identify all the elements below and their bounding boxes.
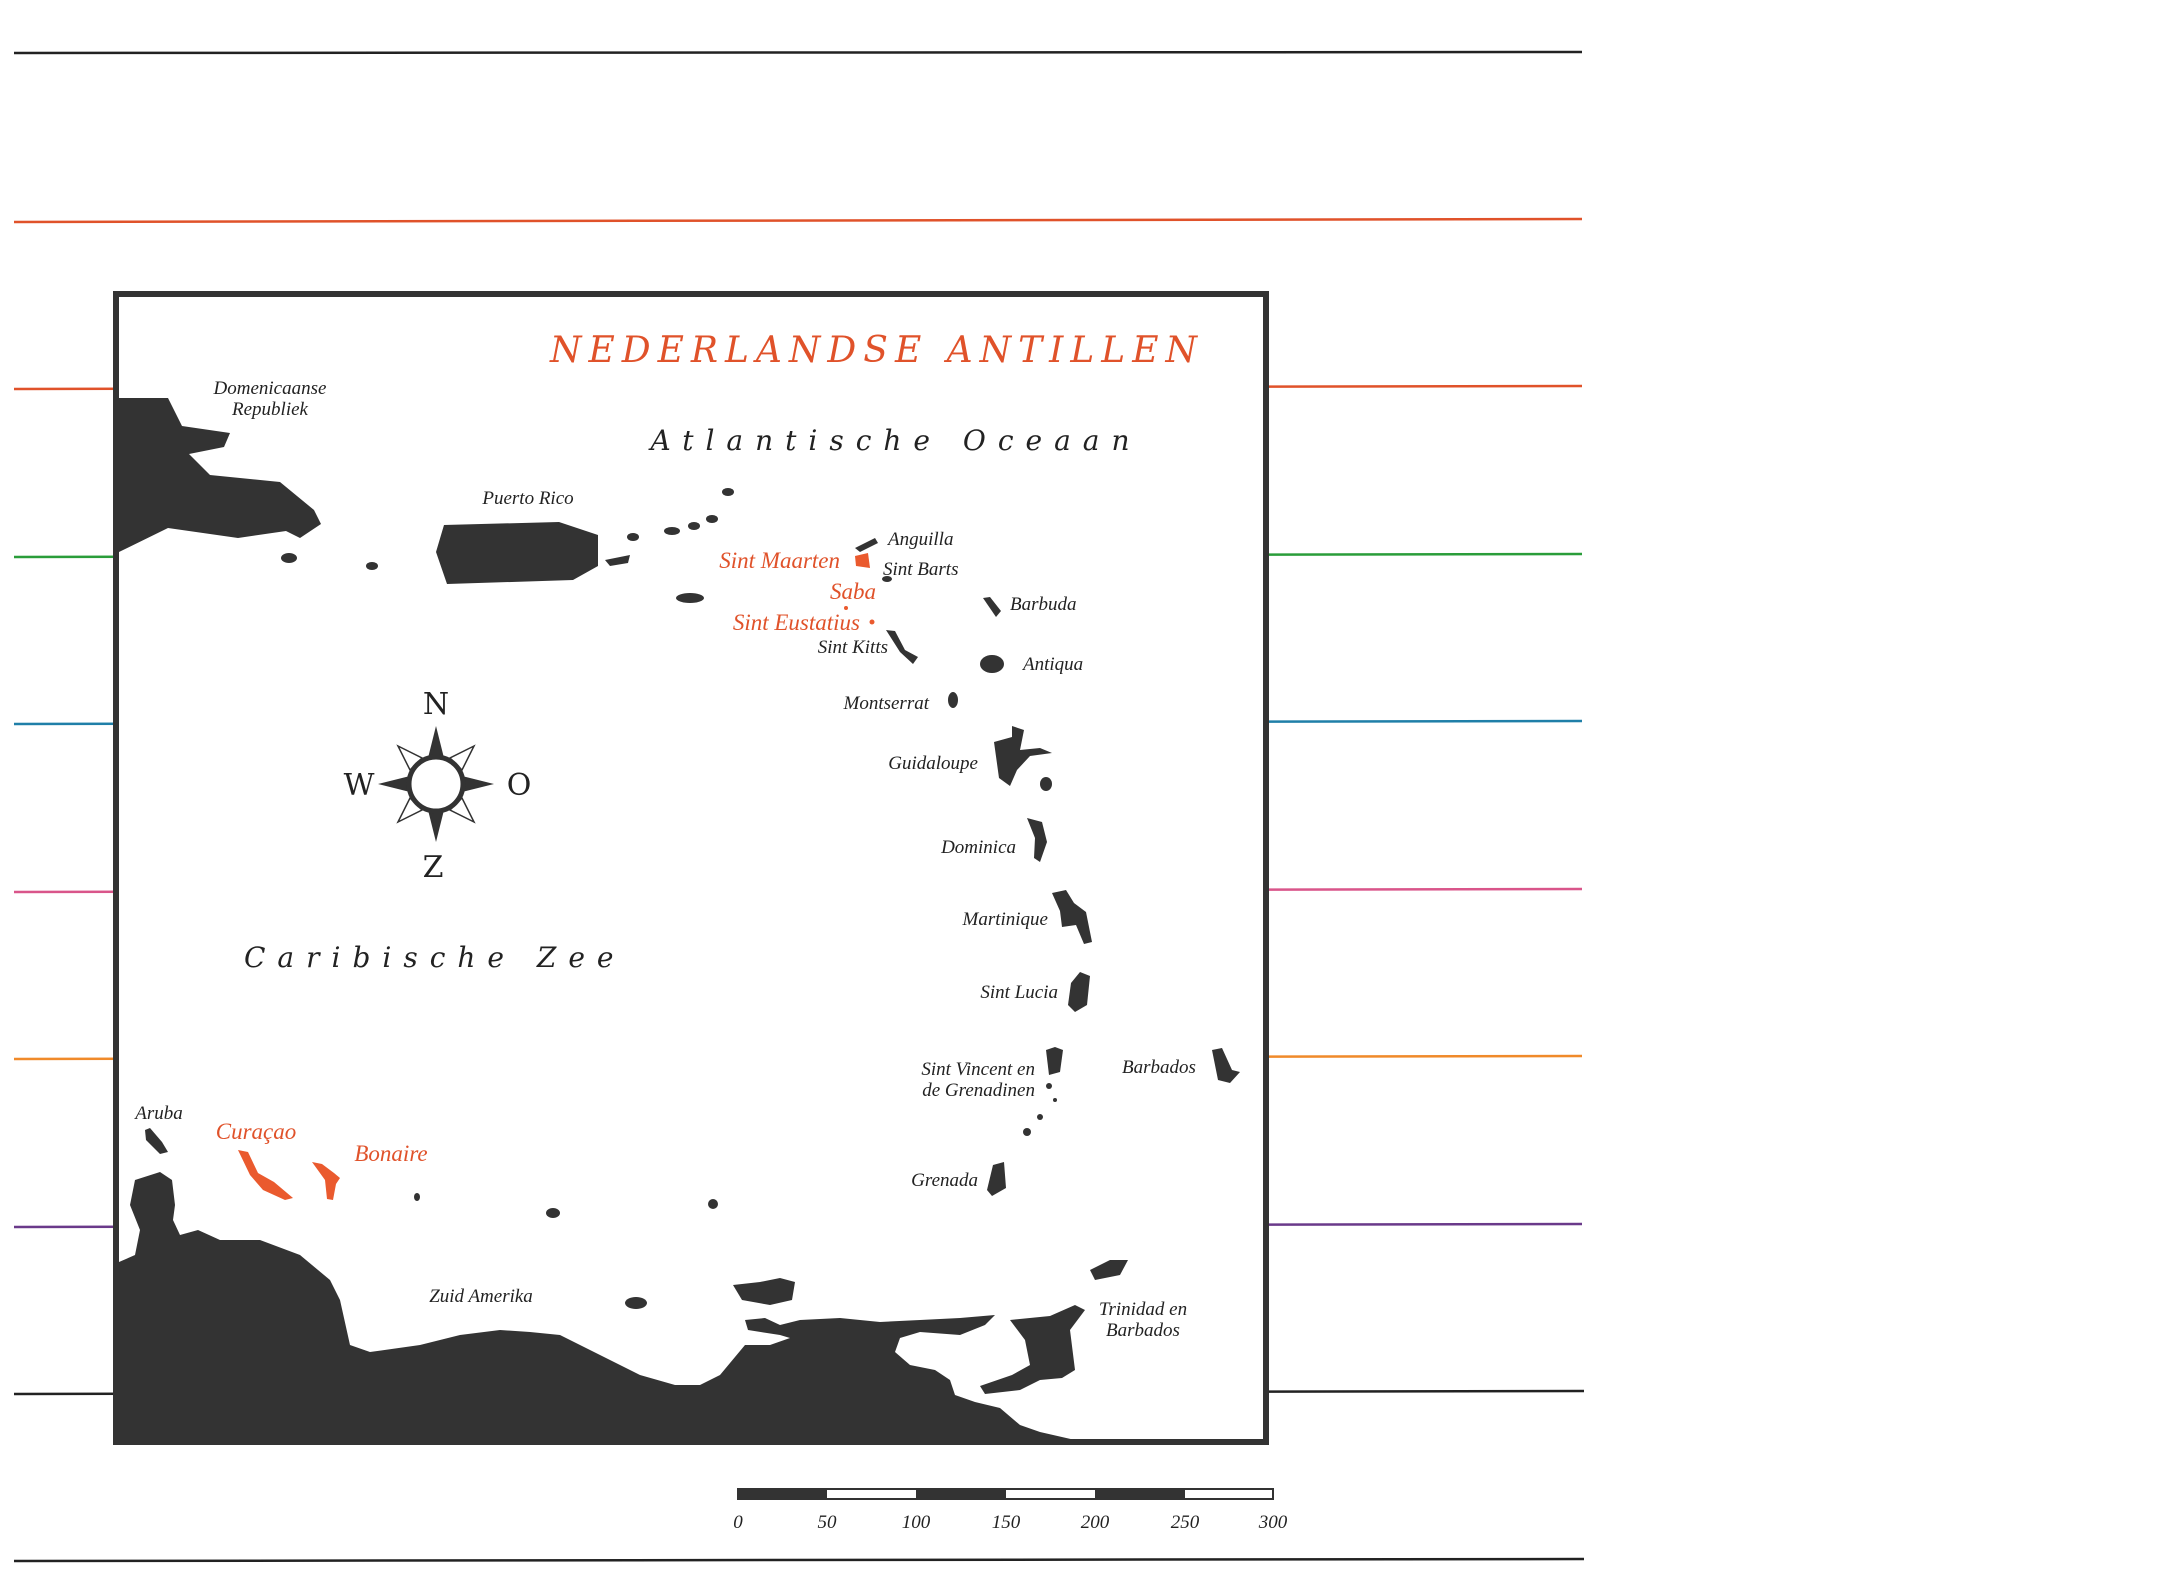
place-labels: Domenicaanse Republiek Puerto Rico Angui… <box>133 378 1196 1341</box>
barbados-island <box>1212 1048 1240 1083</box>
label-sint-vincent: Sint Vincent en <box>921 1059 1035 1080</box>
label-dominica: Dominica <box>940 837 1016 858</box>
rule-line <box>13 1557 1585 1563</box>
grenadines-island <box>1023 1128 1031 1136</box>
atlantic-ocean-label: Atlantische Oceaan <box>647 424 1141 457</box>
scale-tick: 0 <box>733 1512 743 1533</box>
scale-bar <box>737 1488 1274 1500</box>
label-bonaire: Bonaire <box>354 1141 427 1166</box>
island-small <box>664 527 680 535</box>
label-sint-lucia: Sint Lucia <box>980 982 1058 1003</box>
trinidad-island <box>980 1305 1085 1394</box>
label-dominican-republic: Domenicaanse <box>213 378 327 399</box>
rule-line <box>13 217 1583 224</box>
island-small <box>625 1297 647 1309</box>
south-america <box>119 1172 1075 1440</box>
label-sint-eustatius: Sint Eustatius <box>733 610 860 635</box>
label-south-america: Zuid Amerika <box>429 1286 533 1307</box>
compass-west: W <box>344 768 375 803</box>
label-sint-vincent: de Grenadinen <box>922 1080 1035 1101</box>
label-sint-kitts: Sint Kitts <box>818 637 888 658</box>
sint-eustatius-island <box>869 619 875 625</box>
compass-rose-icon <box>378 726 494 842</box>
compass-north: N <box>423 687 449 722</box>
virgin-islands <box>605 555 630 566</box>
map-frame <box>113 291 1269 1445</box>
map-title: NEDERLANDSE ANTILLEN <box>549 330 1204 371</box>
label-dominican-republic: Republiek <box>231 399 309 420</box>
grenadines-island <box>1053 1098 1057 1102</box>
rule-line <box>13 50 1583 55</box>
curacao-island <box>238 1150 293 1200</box>
label-anguilla: Anguilla <box>886 529 953 550</box>
bonaire-island <box>312 1162 340 1200</box>
label-sint-maarten: Sint Maarten <box>719 548 840 573</box>
sint-lucia-island <box>1068 972 1090 1012</box>
sint-kitts-island <box>886 630 918 664</box>
compass-south: Z <box>423 850 444 885</box>
land-masses <box>119 398 1240 1440</box>
aruba-island <box>145 1128 168 1154</box>
compass-east: O <box>507 768 532 803</box>
label-antiqua: Antiqua <box>1021 654 1083 675</box>
margarita-island <box>733 1278 795 1305</box>
scale-tick: 250 <box>1171 1512 1200 1533</box>
island-small <box>1040 777 1052 791</box>
montserrat-island <box>948 692 958 708</box>
label-guadeloupe: Guidaloupe <box>888 753 978 774</box>
island-small <box>627 533 639 541</box>
label-montserrat: Montserrat <box>843 693 930 714</box>
label-curacao: Curaçao <box>216 1119 297 1144</box>
island-small <box>676 593 704 603</box>
island-small <box>708 1199 718 1209</box>
sint-barts-island <box>882 576 892 582</box>
puerto-rico <box>436 522 598 584</box>
grenada-island <box>987 1162 1006 1196</box>
island-small <box>546 1208 560 1218</box>
scale-labels: 0 50 100 150 200 250 300 <box>733 1512 1288 1533</box>
label-barbados: Barbados <box>1122 1057 1196 1078</box>
island-small <box>414 1193 420 1201</box>
island-small <box>366 562 378 570</box>
label-martinique: Martinique <box>962 909 1049 930</box>
martinique-island <box>1052 890 1092 944</box>
label-grenada: Grenada <box>911 1170 978 1191</box>
caribbean-sea-label: Caribische Zee <box>244 941 626 974</box>
island-small <box>281 553 297 563</box>
barbuda-island <box>983 597 1001 617</box>
guadeloupe-island <box>994 726 1052 786</box>
dominica-island <box>1027 818 1047 862</box>
scale-tick: 200 <box>1081 1512 1110 1533</box>
scale-tick: 100 <box>902 1512 931 1533</box>
grenadines-island <box>1037 1114 1043 1120</box>
sint-vincent-island <box>1046 1047 1063 1075</box>
tobago-island <box>1090 1260 1128 1280</box>
saba-island <box>844 606 848 610</box>
grenadines-island <box>1046 1083 1052 1089</box>
label-sint-barts: Sint Barts <box>883 559 958 580</box>
label-saba: Saba <box>830 579 876 604</box>
label-puerto-rico: Puerto Rico <box>481 488 573 509</box>
label-trinidad: Trinidad en <box>1099 1299 1187 1320</box>
island-small <box>688 522 700 530</box>
hispaniola <box>119 398 321 552</box>
label-trinidad: Barbados <box>1106 1320 1180 1341</box>
label-aruba: Aruba <box>133 1103 183 1124</box>
sint-maarten-island <box>855 553 870 568</box>
scale-tick: 300 <box>1258 1512 1288 1533</box>
anguilla-island <box>855 538 878 552</box>
scale-tick: 150 <box>992 1512 1021 1533</box>
island-small <box>722 488 734 496</box>
antiqua-island <box>980 655 1004 673</box>
label-barbuda: Barbuda <box>1010 594 1077 615</box>
scale-tick: 50 <box>818 1512 838 1533</box>
island-small <box>706 515 718 523</box>
